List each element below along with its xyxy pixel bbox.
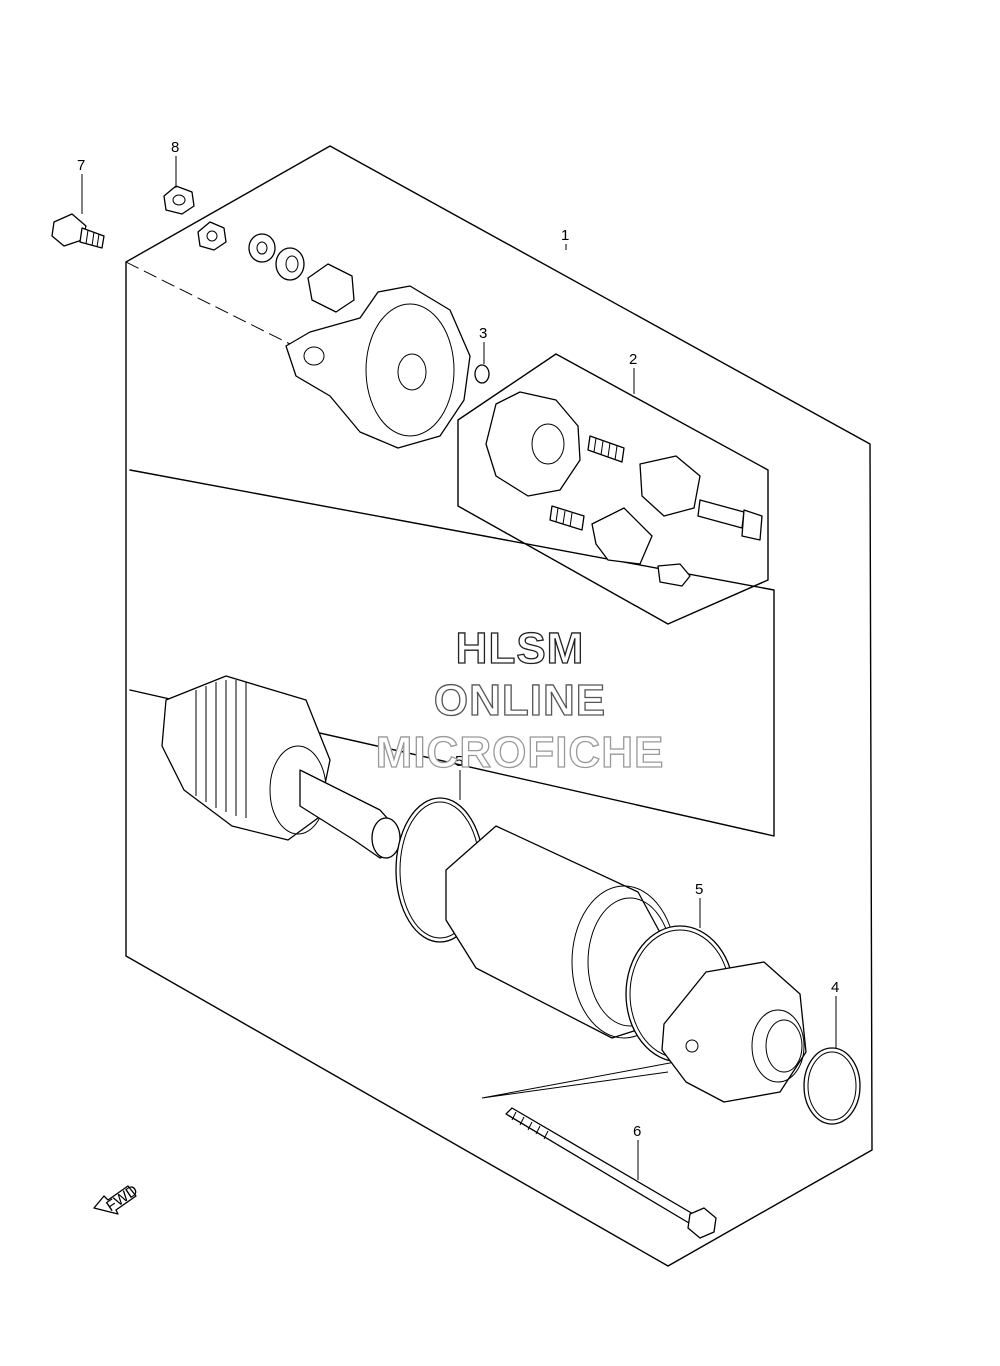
brush-spring-lower[interactable] [549, 505, 585, 531]
callout-6: 6 [633, 1123, 641, 1140]
brush-holder-frame [457, 353, 769, 625]
callout-5b: 5 [695, 881, 703, 898]
callout-7: 7 [77, 157, 85, 174]
front-cover-housing[interactable] [661, 961, 807, 1103]
brush-plate-upper[interactable] [639, 455, 701, 517]
assembly-outline [125, 145, 873, 1267]
callout-4: 4 [831, 979, 839, 996]
callout-2: 2 [629, 351, 637, 368]
watermark-line-1: HLSM [455, 623, 585, 673]
o-ring-4[interactable] [803, 1047, 861, 1125]
callout-5a: 5 [455, 753, 463, 770]
watermark-line-2: ONLINE [433, 675, 607, 725]
brush-plate-lower[interactable] [591, 507, 653, 565]
watermark-line-3: MICROFICHE [375, 727, 665, 777]
armature-shaft[interactable] [299, 769, 401, 859]
brush-holder[interactable] [485, 391, 581, 497]
terminal-bolt[interactable] [697, 499, 763, 541]
terminal-washer[interactable] [248, 233, 276, 263]
terminal-nut[interactable] [197, 221, 227, 251]
fwd-label: FWD [103, 1182, 141, 1215]
through-bolt-6[interactable] [505, 1107, 717, 1239]
callout-3: 3 [479, 325, 487, 342]
brush-screw[interactable] [657, 563, 691, 587]
terminal-bushing[interactable] [307, 263, 355, 313]
armature-frame [129, 469, 775, 837]
callout-1: 1 [561, 227, 569, 244]
axis-line-upper [125, 261, 291, 345]
brush-spring-upper[interactable] [587, 435, 625, 463]
armature[interactable] [161, 675, 331, 841]
nut-8[interactable] [163, 185, 195, 215]
bolt-7[interactable] [51, 213, 105, 249]
fwd-arrow-icon: FWD [93, 1182, 141, 1215]
callout-8: 8 [171, 139, 179, 156]
end-cover-housing[interactable] [285, 285, 471, 449]
o-ring-3[interactable] [474, 364, 490, 384]
terminal-insulator[interactable] [275, 247, 305, 281]
